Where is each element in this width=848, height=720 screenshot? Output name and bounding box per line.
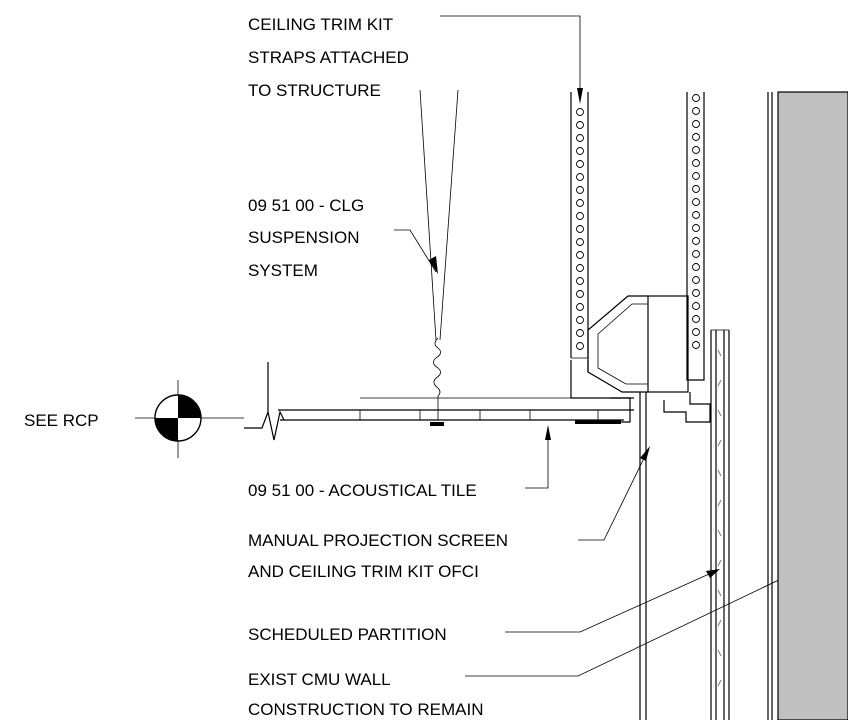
partition-hatch [717,349,722,687]
leader-trim-straps [440,15,583,104]
svg-text:EXIST CMU WALL: EXIST CMU WALL [248,670,391,689]
svg-text:09 51 00 - CLG: 09 51 00 - CLG [248,196,364,215]
label-cmu-wall: EXIST CMU WALL CONSTRUCTION TO REMAIN [248,670,484,719]
svg-text:SUSPENSION: SUSPENSION [248,228,359,247]
svg-text:MANUAL PROJECTION SCREEN: MANUAL PROJECTION SCREEN [248,531,508,550]
projection-screen-housing [570,295,711,720]
label-scheduled-partition: SCHEDULED PARTITION [248,625,447,644]
leader-acoustical-tile [525,425,551,489]
svg-text:CEILING TRIM KIT: CEILING TRIM KIT [248,15,393,34]
acoustical-tile-ceiling [244,362,634,441]
wall-lines [767,92,773,720]
leader-partition [505,569,720,633]
label-acoustical-tile: 09 51 00 - ACOUSTICAL TILE [248,481,477,500]
label-clg-suspension: 09 51 00 - CLG SUSPENSION SYSTEM [248,196,364,280]
strap-holes-left [576,108,584,350]
svg-text:STRAPS ATTACHED: STRAPS ATTACHED [248,48,409,67]
section-reference-symbol [135,380,244,458]
label-trim-kit-straps: CEILING TRIM KIT STRAPS ATTACHED TO STRU… [248,15,409,100]
svg-text:AND CEILING TRIM KIT OFCI: AND CEILING TRIM KIT OFCI [248,562,479,581]
svg-text:CONSTRUCTION TO REMAIN: CONSTRUCTION TO REMAIN [248,700,484,719]
leader-cmu-wall [465,565,810,677]
existing-cmu-wall [777,91,848,720]
label-see-rcp: SEE RCP [24,411,99,430]
leader-projection-screen [578,446,650,541]
svg-text:TO STRUCTURE: TO STRUCTURE [248,81,381,100]
trim-kit-strap-right [686,92,705,360]
label-projection-screen: MANUAL PROJECTION SCREEN AND CEILING TRI… [248,531,508,581]
svg-text:SYSTEM: SYSTEM [248,261,318,280]
strap-holes-right [692,94,700,349]
scheduled-partition [710,329,730,720]
trim-kit-strap-left [570,92,589,359]
